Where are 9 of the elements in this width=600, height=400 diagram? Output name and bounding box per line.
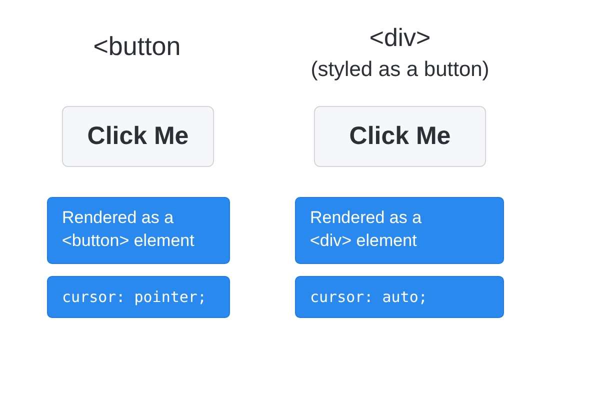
button: Click Me bbox=[62, 106, 214, 167]
cursor-style-box: cursor: pointer; bbox=[47, 276, 230, 318]
column-heading: <button bbox=[92, 32, 182, 62]
cursor-style-box: cursor: auto; bbox=[295, 276, 504, 318]
rendering-note-box: Rendered as a <button> element bbox=[47, 197, 230, 264]
column-heading: <div> bbox=[368, 24, 432, 53]
rendering-note-box: Rendered as a <div> element bbox=[295, 197, 504, 264]
button: Click Me bbox=[314, 106, 486, 167]
column-subheading: (styled as a button) bbox=[310, 58, 490, 82]
